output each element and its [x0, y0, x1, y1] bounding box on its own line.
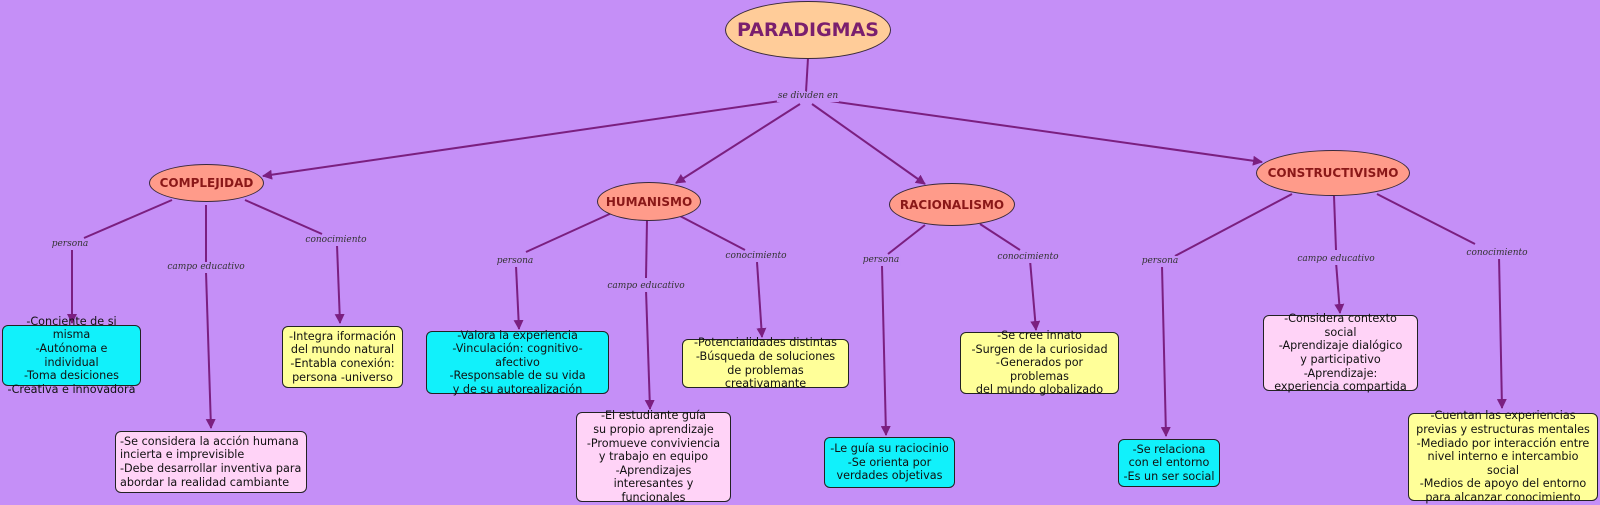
link-label-persona: persona: [861, 255, 901, 266]
complejidad-campo-educativo-box: -Se considera la acción humana incierta …: [115, 431, 307, 493]
complejidad-persona-box: -Conciente de si misma -Autónoma e indiv…: [2, 315, 141, 396]
link-label-campo-educativo: campo educativo: [1296, 254, 1376, 265]
concept-constructivismo[interactable]: CONSTRUCTIVISMO: [1256, 150, 1410, 196]
link-label-conocimiento: conocimiento: [724, 251, 788, 262]
link-label-campo-educativo: campo educativo: [166, 262, 246, 273]
link-label-persona: persona: [50, 239, 90, 250]
racionalismo-conocimiento-box: -Se cree innato -Surgen de la curiosidad…: [960, 329, 1119, 396]
constructivismo-persona-box: -Se relaciona con el entorno -Es un ser …: [1118, 439, 1220, 487]
link-label-persona: persona: [495, 256, 535, 267]
concept-racionalismo[interactable]: RACIONALISMO: [889, 183, 1015, 226]
concept-complejidad[interactable]: COMPLEJIDAD: [149, 164, 264, 202]
link-label-conocimiento: conocimiento: [1465, 248, 1529, 259]
concept-humanismo[interactable]: HUMANISMO: [597, 182, 701, 221]
link-label-conocimiento: conocimiento: [304, 235, 368, 246]
humanismo-persona-box: -Valora la experiencia -Vinculación: cog…: [426, 329, 609, 396]
racionalismo-persona-box: -Le guía su raciocinio -Se orienta por v…: [824, 437, 955, 488]
constructivismo-campo-educativo-box: -Considera contexto social -Aprendizaje …: [1263, 312, 1418, 393]
humanismo-conocimiento-box: -Potencialidades distintas -Búsqueda de …: [682, 336, 849, 390]
link-label-conocimiento: conocimiento: [996, 252, 1060, 263]
complejidad-conocimiento-box: -Integra iformación del mundo natural -E…: [282, 326, 403, 388]
constructivismo-conocimiento-box: -Cuentan las experiencias previas y estr…: [1408, 409, 1598, 504]
root-node-paradigmas[interactable]: PARADIGMAS: [725, 1, 891, 59]
link-label-campo-educativo: campo educativo: [606, 281, 686, 292]
link-label-persona: persona: [1140, 256, 1180, 267]
humanismo-campo-educativo-box: -El estudiante guía su propio aprendizaj…: [576, 409, 731, 504]
link-label-se-dividen-en: se dividen en: [776, 91, 840, 102]
